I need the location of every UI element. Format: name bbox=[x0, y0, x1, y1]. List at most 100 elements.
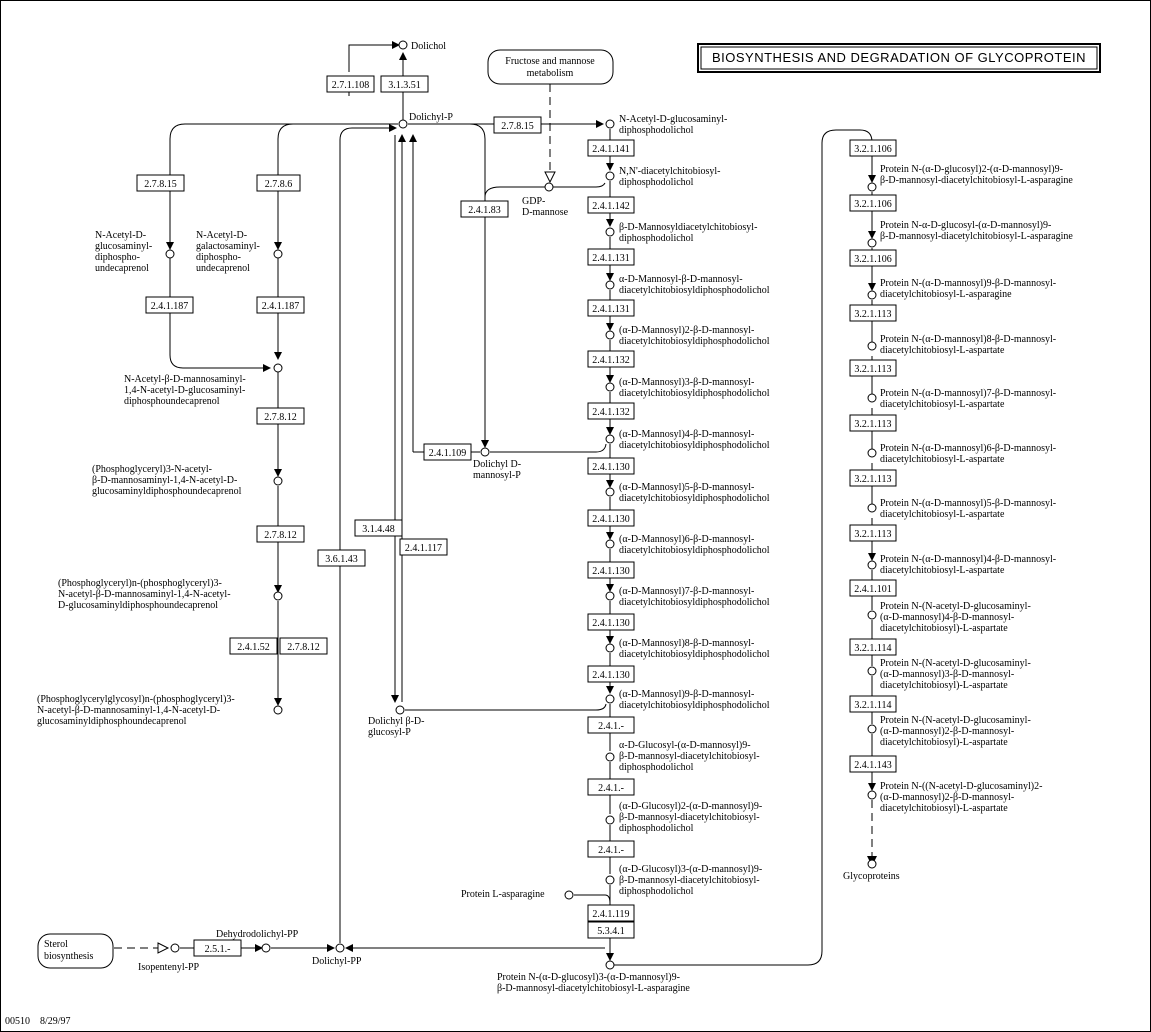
node-dolichol[interactable] bbox=[398, 40, 408, 50]
node-r6[interactable] bbox=[867, 448, 877, 458]
enzyme-box-e43[interactable]: 3.2.1.114 bbox=[849, 638, 897, 656]
node-l5[interactable] bbox=[273, 591, 283, 601]
node-c7[interactable] bbox=[605, 434, 615, 444]
enzyme-box-e20[interactable]: 2.4.1.119 bbox=[587, 904, 635, 922]
compound-label-l3: N-Acetyl-β-D-mannosaminyl-1,4-N-acetyl-D… bbox=[124, 374, 246, 407]
enzyme-box-e40[interactable]: 3.2.1.113 bbox=[849, 469, 897, 487]
enzyme-box-e42[interactable]: 2.4.1.101 bbox=[849, 579, 897, 597]
enzyme-box-e18[interactable]: 2.4.1.- bbox=[587, 778, 635, 796]
enzyme-box-e25[interactable]: 2.5.1.- bbox=[193, 939, 242, 957]
node-c15[interactable] bbox=[605, 875, 615, 885]
enzyme-box-e6[interactable]: 2.4.1.83 bbox=[460, 200, 509, 218]
enzyme-label: 2.7.8.15 bbox=[501, 121, 534, 132]
enzyme-box-e23[interactable]: 2.4.1.117 bbox=[399, 538, 448, 556]
enzyme-box-e30[interactable]: 2.7.8.12 bbox=[256, 407, 305, 425]
node-r7[interactable] bbox=[867, 503, 877, 513]
node-c14[interactable] bbox=[605, 815, 615, 825]
enzyme-box-e31[interactable]: 2.7.8.12 bbox=[256, 525, 305, 543]
node-r8[interactable] bbox=[867, 560, 877, 570]
enzyme-box-e37[interactable]: 3.2.1.113 bbox=[849, 304, 897, 322]
node-dolichyl-p[interactable] bbox=[398, 119, 408, 129]
enzyme-box-e12[interactable]: 2.4.1.130 bbox=[587, 457, 635, 475]
enzyme-box-e32[interactable]: 2.4.1.52 bbox=[229, 637, 278, 655]
enzyme-box-e5[interactable]: 2.4.1.142 bbox=[587, 196, 635, 214]
node-l4[interactable] bbox=[273, 476, 283, 486]
node-r4[interactable] bbox=[867, 341, 877, 351]
node-gdp-mannose[interactable] bbox=[544, 182, 554, 192]
compound-label-dolichyl-d-mannosyl-p: Dolichyl D-mannosyl-P bbox=[473, 459, 521, 481]
enzyme-box-e9[interactable]: 2.4.1.132 bbox=[587, 350, 635, 368]
compound-label-isopentenyl-pp: Isopentenyl-PP bbox=[138, 962, 200, 973]
enzyme-box-e34[interactable]: 3.2.1.106 bbox=[849, 139, 897, 157]
node-r3[interactable] bbox=[867, 290, 877, 300]
enzyme-box-e3[interactable]: 2.7.8.15 bbox=[493, 116, 542, 134]
node-c8[interactable] bbox=[605, 487, 615, 497]
node-c9[interactable] bbox=[605, 539, 615, 549]
compound-label-r2: Protein N-α-D-glucosyl-(α-D-mannosyl)9-β… bbox=[880, 220, 1073, 242]
node-c2[interactable] bbox=[605, 171, 615, 181]
enzyme-box-e41[interactable]: 3.2.1.113 bbox=[849, 524, 897, 542]
enzyme-box-e26[interactable]: 2.7.8.15 bbox=[136, 174, 185, 192]
node-r11[interactable] bbox=[867, 724, 877, 734]
enzyme-box-e22[interactable]: 3.1.4.48 bbox=[354, 519, 403, 537]
enzyme-box-e4[interactable]: 2.4.1.141 bbox=[587, 139, 635, 157]
node-r2[interactable] bbox=[867, 238, 877, 248]
compound-label-c1: N-Acetyl-D-glucosaminyl-diphosphodolicho… bbox=[619, 114, 727, 136]
node-c10[interactable] bbox=[605, 591, 615, 601]
enzyme-box-e24[interactable]: 3.6.1.43 bbox=[317, 549, 366, 567]
node-r10[interactable] bbox=[867, 666, 877, 676]
node-c16[interactable] bbox=[605, 960, 615, 970]
enzyme-box-e36[interactable]: 3.2.1.106 bbox=[849, 249, 897, 267]
compound-label-r8: Protein N-(α-D-mannosyl)4-β-D-mannosyl-d… bbox=[880, 554, 1056, 576]
node-c5[interactable] bbox=[605, 330, 615, 340]
node-r12[interactable] bbox=[867, 790, 877, 800]
enzyme-box-e44[interactable]: 3.2.1.114 bbox=[849, 695, 897, 713]
node-c6[interactable] bbox=[605, 382, 615, 392]
enzyme-box-e16[interactable]: 2.4.1.130 bbox=[587, 665, 635, 683]
node-c1[interactable] bbox=[605, 119, 615, 129]
node-c4[interactable] bbox=[605, 280, 615, 290]
node-c11[interactable] bbox=[605, 643, 615, 653]
enzyme-box-e33[interactable]: 2.7.8.12 bbox=[279, 637, 328, 655]
node-l6[interactable] bbox=[273, 705, 283, 715]
enzyme-box-e8[interactable]: 2.4.1.131 bbox=[587, 299, 635, 317]
enzyme-box-e45[interactable]: 2.4.1.143 bbox=[849, 755, 897, 773]
enzyme-box-e1[interactable]: 2.7.1.108 bbox=[326, 75, 375, 93]
node-dehydrodolichyl-pp[interactable] bbox=[261, 943, 271, 953]
enzyme-box-e11[interactable]: 2.4.1.109 bbox=[423, 443, 472, 461]
node-l2[interactable] bbox=[273, 249, 283, 259]
enzyme-box-e39[interactable]: 3.2.1.113 bbox=[849, 414, 897, 432]
node-glycoproteins[interactable] bbox=[867, 859, 877, 869]
node-l3[interactable] bbox=[273, 363, 283, 373]
node-dolichyl-pp[interactable] bbox=[335, 943, 345, 953]
node-r5[interactable] bbox=[867, 393, 877, 403]
enzyme-box-e2[interactable]: 3.1.3.51 bbox=[380, 75, 429, 93]
enzyme-box-e29[interactable]: 2.4.1.187 bbox=[256, 296, 305, 314]
map-id: 00510 bbox=[5, 1016, 30, 1027]
node-c12[interactable] bbox=[605, 694, 615, 704]
enzyme-box-e27[interactable]: 2.7.8.6 bbox=[256, 174, 301, 192]
node-r1[interactable] bbox=[867, 182, 877, 192]
enzyme-box-e21[interactable]: 5.3.4.1 bbox=[587, 921, 635, 939]
node-isopentenyl-pp[interactable] bbox=[170, 943, 180, 953]
node-dolichyl-d-mannosyl-p[interactable] bbox=[480, 447, 490, 457]
enzyme-box-e7[interactable]: 2.4.1.131 bbox=[587, 248, 635, 266]
enzyme-box-e19[interactable]: 2.4.1.- bbox=[587, 840, 635, 858]
enzyme-box-e13[interactable]: 2.4.1.130 bbox=[587, 509, 635, 527]
enzyme-box-e28[interactable]: 2.4.1.187 bbox=[145, 296, 194, 314]
enzyme-box-e15[interactable]: 2.4.1.130 bbox=[587, 613, 635, 631]
enzyme-box-e38[interactable]: 3.2.1.113 bbox=[849, 359, 897, 377]
enzyme-box-e35[interactable]: 3.2.1.106 bbox=[849, 194, 897, 212]
enzyme-box-e10[interactable]: 2.4.1.132 bbox=[587, 402, 635, 420]
node-c3[interactable] bbox=[605, 227, 615, 237]
enzyme-box-e14[interactable]: 2.4.1.130 bbox=[587, 561, 635, 579]
enzyme-box-e17[interactable]: 2.4.1.- bbox=[587, 716, 635, 734]
node-c13[interactable] bbox=[605, 752, 615, 762]
node-l1[interactable] bbox=[165, 249, 175, 259]
node-protein-asparagine[interactable] bbox=[564, 890, 574, 900]
node-r9[interactable] bbox=[867, 610, 877, 620]
node-dolichyl-glucosyl-p[interactable] bbox=[395, 705, 405, 715]
compound-label-r9: Protein N-(N-acetyl-D-glucosaminyl-(α-D-… bbox=[880, 601, 1031, 634]
